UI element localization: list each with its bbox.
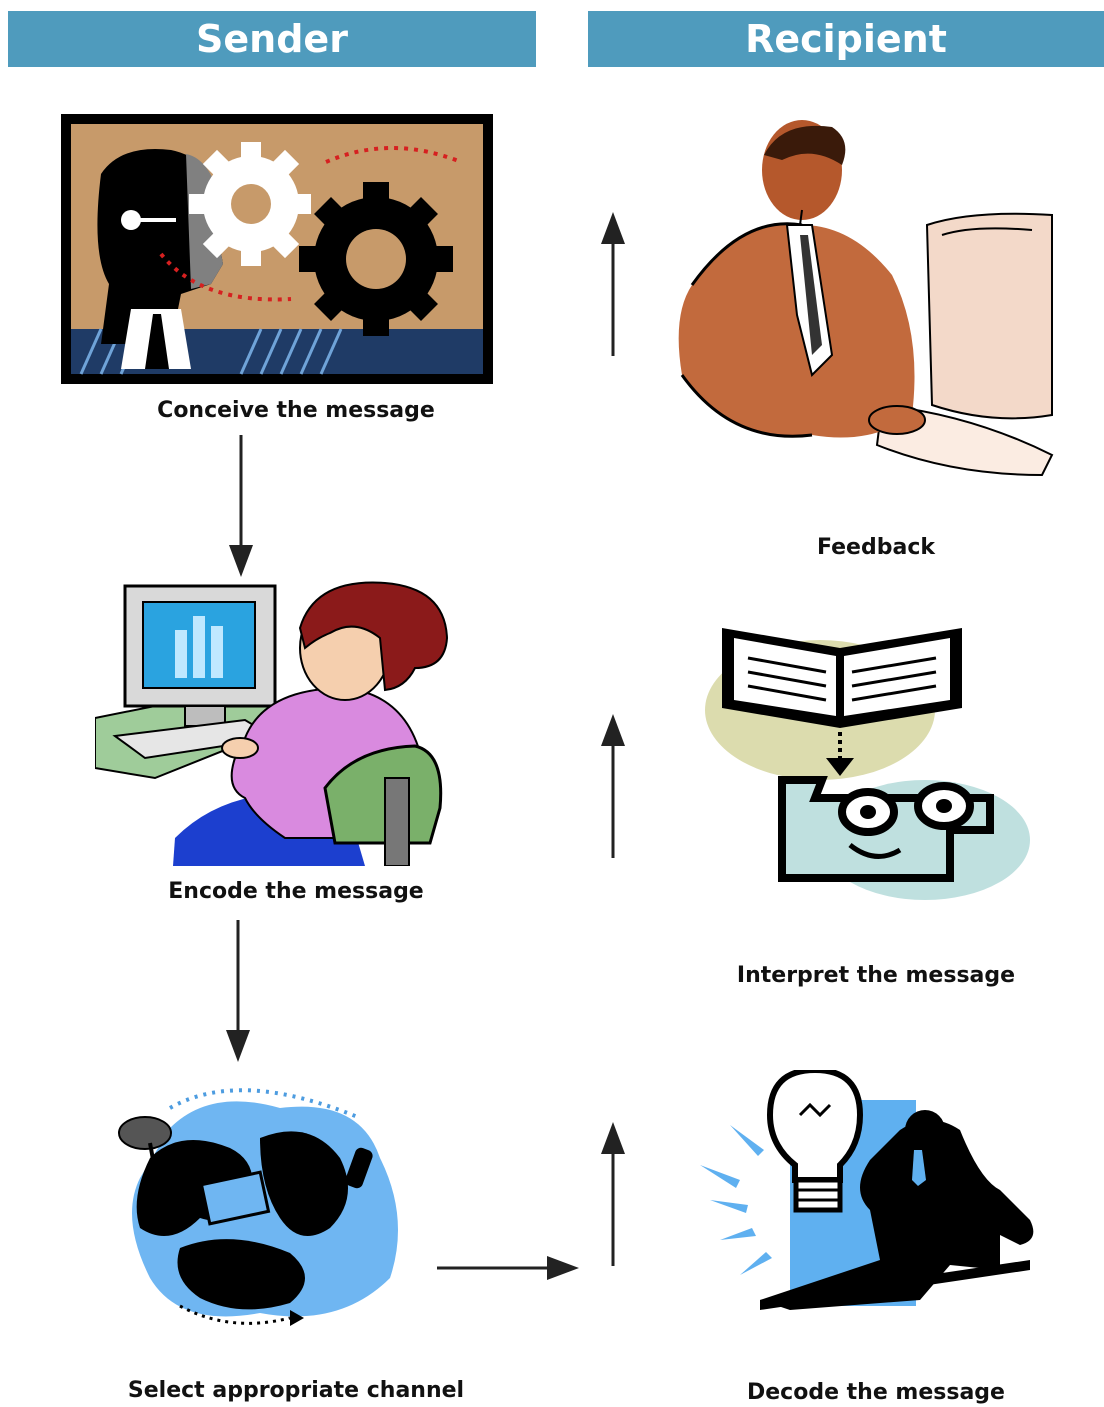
step-feedback-label: Feedback <box>817 535 935 560</box>
flow-arrow-down-1 <box>229 435 253 577</box>
step-encode-label: Encode the message <box>168 879 424 904</box>
step-decode-label: Decode the message <box>747 1380 1005 1405</box>
communication-channels-icon <box>118 1088 398 1326</box>
gears-head-icon <box>61 114 493 384</box>
flow-arrow-right <box>437 1256 579 1280</box>
flow-arrow-down-2 <box>226 920 250 1062</box>
man-at-computer-icon <box>678 120 1054 477</box>
flow-arrow-up-1 <box>601 1122 625 1266</box>
step-conceive-label: Conceive the message <box>157 398 435 423</box>
book-reading-icon <box>705 628 1030 900</box>
flow-arrow-up-3 <box>601 212 625 356</box>
sender-header: Sender <box>8 11 536 67</box>
step-channel-label: Select appropriate channel <box>127 1378 465 1403</box>
flow-arrow-up-2 <box>601 714 625 858</box>
woman-at-computer-icon <box>95 581 449 866</box>
lightbulb-idea-icon <box>700 1070 1034 1310</box>
step-interpret-label: Interpret the message <box>736 963 1016 988</box>
recipient-header: Recipient <box>588 11 1104 67</box>
